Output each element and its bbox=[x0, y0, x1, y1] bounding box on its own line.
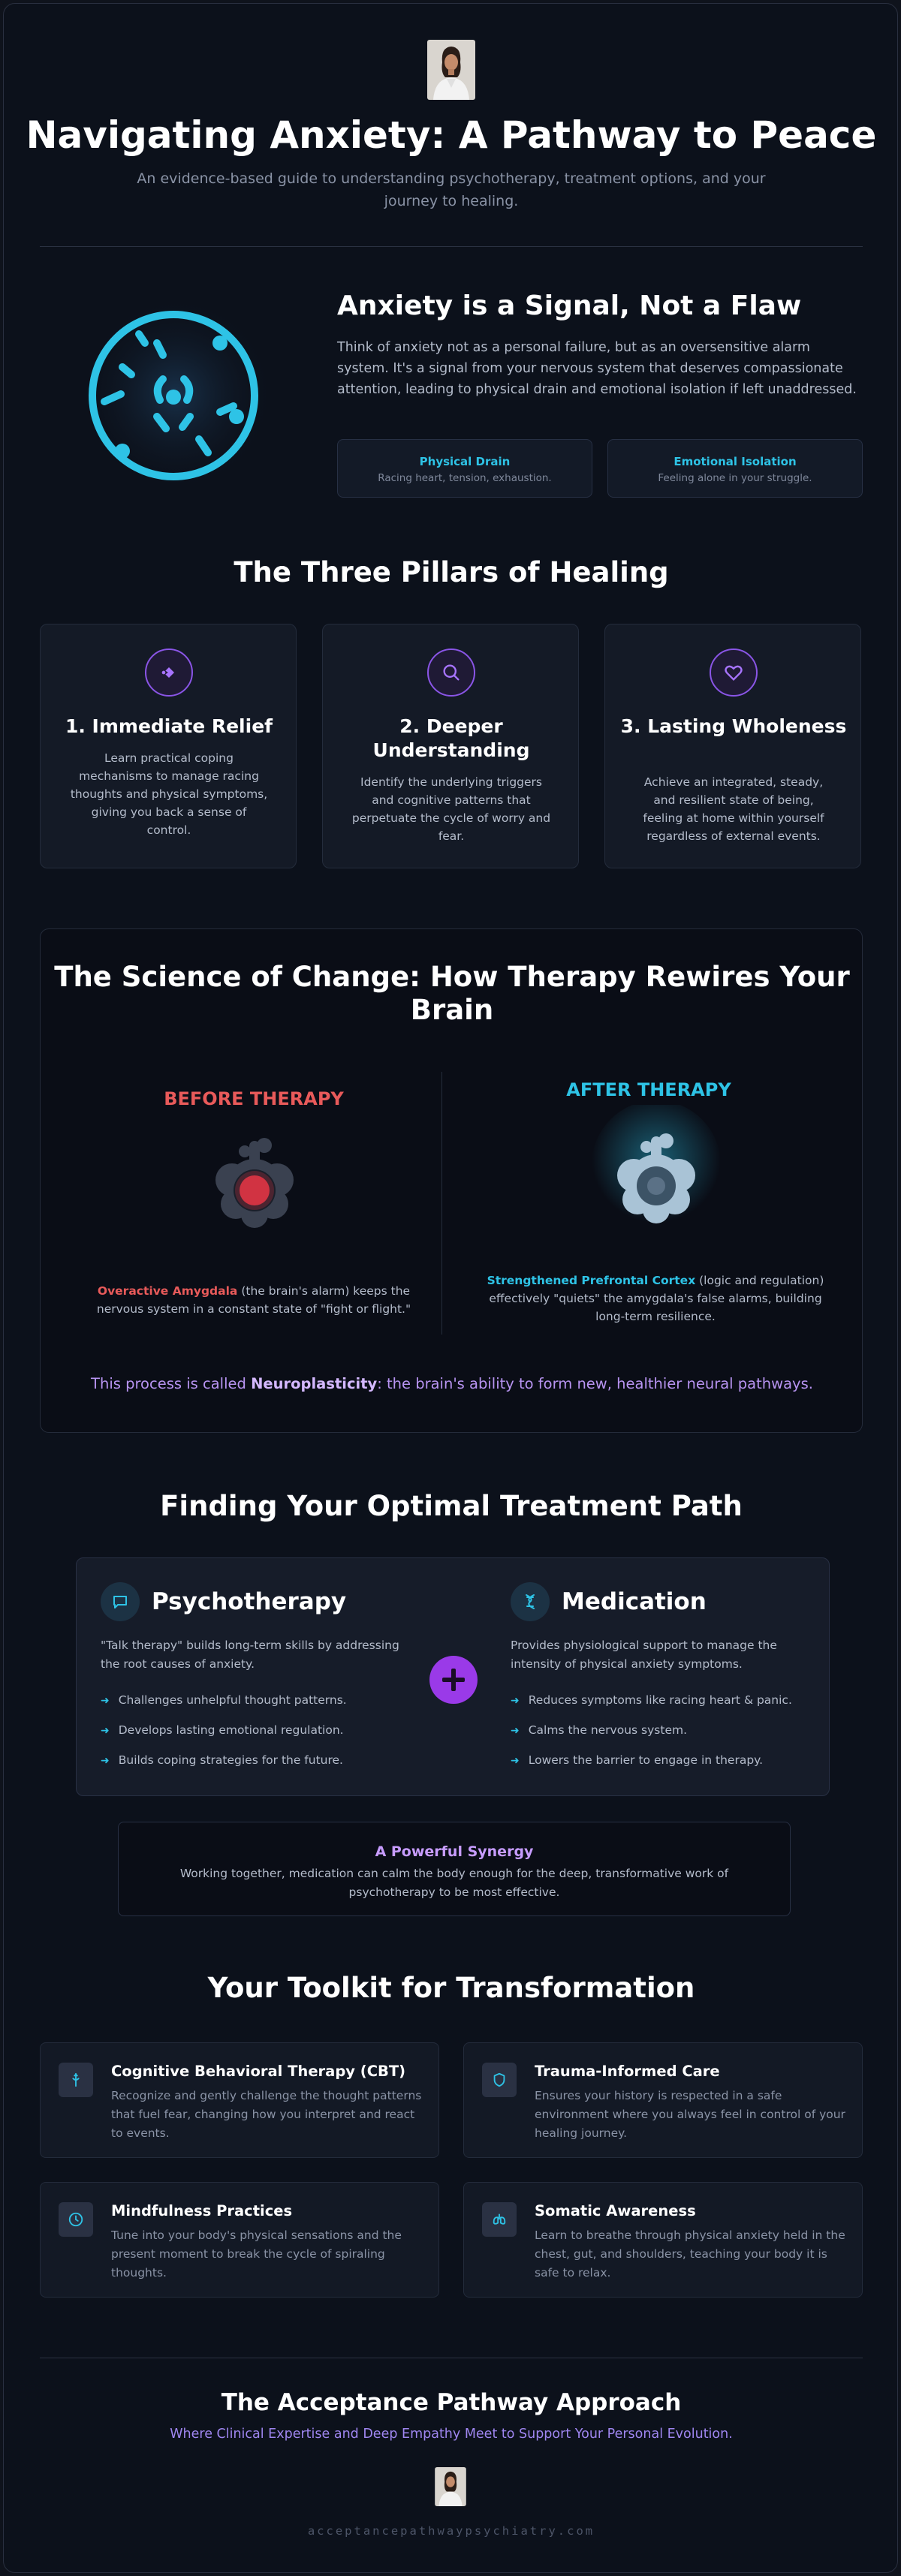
treatment-title: Finding Your Optimal Treatment Path bbox=[160, 1490, 743, 1522]
card-title: Emotional Isolation bbox=[673, 455, 797, 468]
toolkit-card-cbt: Cognitive Behavioral Therapy (CBT) Recog… bbox=[40, 2042, 439, 2158]
list-item: ➜Builds coping strategies for the future… bbox=[101, 1753, 343, 1767]
website-url: acceptancepathwaypsychiatry.com bbox=[307, 2524, 595, 2538]
card-desc: Racing heart, tension, exhaustion. bbox=[378, 472, 552, 484]
neuroplasticity-term: Neuroplasticity bbox=[251, 1375, 378, 1392]
tool-title: Somatic Awareness bbox=[535, 2202, 696, 2219]
brain-after-icon bbox=[589, 1100, 724, 1240]
toolkit-title: Your Toolkit for Transformation bbox=[207, 1972, 695, 2004]
pillar-card-wholeness: 3. Lasting Wholeness Achieve an integrat… bbox=[604, 624, 861, 868]
toolkit-card-trauma: Trauma-Informed Care Ensures your histor… bbox=[463, 2042, 863, 2158]
tool-desc: Recognize and gently challenge the thoug… bbox=[111, 2089, 422, 2140]
list-item: ➜Develops lasting emotional regulation. bbox=[101, 1723, 344, 1737]
before-therapy-label: BEFORE THERAPY bbox=[164, 1088, 344, 1109]
emotional-isolation-card: Emotional Isolation Feeling alone in you… bbox=[607, 439, 863, 498]
page-subtitle: An evidence-based guide to understanding… bbox=[137, 170, 766, 209]
brain-bolt-icon bbox=[59, 2063, 93, 2097]
treatment-panel: Psychotherapy "Talk therapy" builds long… bbox=[76, 1557, 830, 1796]
pillar-title: 1. Immediate Relief bbox=[65, 715, 273, 737]
list-item: ➜Calms the nervous system. bbox=[511, 1723, 688, 1737]
pillar-desc: Achieve an integrated, steady, and resil… bbox=[643, 775, 824, 843]
psychotherapy-title: Psychotherapy bbox=[152, 1588, 347, 1615]
tool-title: Trauma-Informed Care bbox=[535, 2063, 720, 2080]
hand-heart-icon bbox=[145, 649, 193, 697]
chat-bubble-icon bbox=[101, 1582, 140, 1621]
card-title: Physical Drain bbox=[419, 455, 511, 468]
search-icon bbox=[427, 649, 475, 697]
footer-portrait bbox=[435, 2467, 466, 2506]
after-therapy-desc: Strengthened Prefrontal Cortex (logic an… bbox=[479, 1271, 832, 1326]
pillar-card-understanding: 2. Deeper Understanding Identify the und… bbox=[322, 624, 579, 868]
synergy-desc: Working together, medication can calm th… bbox=[179, 1867, 729, 1899]
list-item: ➜Lowers the barrier to engage in therapy… bbox=[511, 1753, 764, 1767]
card-desc: Feeling alone in your struggle. bbox=[658, 472, 812, 484]
list-item: ➜Challenges unhelpful thought patterns. bbox=[101, 1693, 347, 1707]
alarm-illustration-icon bbox=[79, 296, 274, 492]
toolkit-card-somatic: Somatic Awareness Learn to breathe throu… bbox=[463, 2182, 863, 2298]
psychotherapy-desc: "Talk therapy" builds long-term skills b… bbox=[101, 1639, 399, 1671]
header-divider bbox=[40, 246, 863, 247]
before-therapy-desc: Overactive Amygdala (the brain's alarm) … bbox=[81, 1282, 426, 1318]
footer-title: The Acceptance Pathway Approach bbox=[221, 2389, 682, 2416]
timer-icon bbox=[59, 2202, 93, 2237]
lungs-icon bbox=[482, 2202, 517, 2237]
heart-icon bbox=[710, 649, 758, 697]
note-suffix: : the brain's ability to form new, healt… bbox=[377, 1375, 813, 1392]
arrow-icon: ➜ bbox=[101, 1695, 110, 1707]
tool-title: Mindfulness Practices bbox=[111, 2202, 293, 2219]
pillar-desc: Learn practical coping mechanisms to man… bbox=[70, 751, 268, 837]
plus-icon bbox=[429, 1656, 478, 1704]
science-title: The Science of Change: How Therapy Rewir… bbox=[54, 961, 850, 1026]
before-therapy-text: (the brain's alarm) keeps the nervous sy… bbox=[96, 1284, 411, 1316]
toolkit-card-mindfulness: Mindfulness Practices Tune into your bod… bbox=[40, 2182, 439, 2298]
synergy-card: A Powerful Synergy Working together, med… bbox=[118, 1822, 791, 1916]
after-therapy-text: (logic and regulation) effectively "quie… bbox=[489, 1274, 824, 1323]
arrow-icon: ➜ bbox=[511, 1695, 520, 1707]
shield-icon bbox=[482, 2063, 517, 2097]
author-portrait bbox=[427, 40, 475, 100]
list-item: ➜Reduces symptoms like racing heart & pa… bbox=[511, 1693, 792, 1707]
pillar-title: 2. Deeper Understanding bbox=[372, 715, 530, 761]
overactive-amygdala-term: Overactive Amygdala bbox=[97, 1284, 238, 1298]
arrow-icon: ➜ bbox=[511, 1755, 520, 1767]
brain-before-icon bbox=[206, 1126, 303, 1231]
science-divider bbox=[441, 1072, 442, 1335]
arrow-icon: ➜ bbox=[511, 1725, 520, 1737]
tool-desc: Learn to breathe through physical anxiet… bbox=[535, 2228, 845, 2280]
pillar-desc: Identify the underlying triggers and cog… bbox=[351, 775, 551, 843]
pillars-title: The Three Pillars of Healing bbox=[234, 556, 669, 588]
page-title: Navigating Anxiety: A Pathway to Peace bbox=[26, 113, 877, 157]
arrow-icon: ➜ bbox=[101, 1725, 110, 1737]
prefrontal-cortex-term: Strengthened Prefrontal Cortex bbox=[487, 1274, 696, 1287]
after-therapy-label: AFTER THERAPY bbox=[566, 1079, 731, 1100]
arrow-icon: ➜ bbox=[101, 1755, 110, 1767]
tool-desc: Ensures your history is respected in a s… bbox=[535, 2089, 845, 2140]
dna-icon bbox=[511, 1582, 550, 1621]
signal-title: Anxiety is a Signal, Not a Flaw bbox=[337, 290, 802, 321]
pillar-title: 3. Lasting Wholeness bbox=[620, 715, 847, 737]
signal-body: Think of anxiety not as a personal failu… bbox=[337, 340, 857, 397]
tool-title: Cognitive Behavioral Therapy (CBT) bbox=[111, 2063, 406, 2080]
page: Navigating Anxiety: A Pathway to Peace A… bbox=[3, 3, 898, 2573]
pillar-card-relief: 1. Immediate Relief Learn practical copi… bbox=[40, 624, 297, 868]
synergy-title: A Powerful Synergy bbox=[375, 1843, 534, 1860]
medication-desc: Provides physiological support to manage… bbox=[511, 1639, 777, 1671]
science-panel: The Science of Change: How Therapy Rewir… bbox=[40, 928, 863, 1433]
physical-drain-card: Physical Drain Racing heart, tension, ex… bbox=[337, 439, 592, 498]
tool-desc: Tune into your body's physical sensation… bbox=[111, 2228, 402, 2280]
footer-subtitle: Where Clinical Expertise and Deep Empath… bbox=[170, 2427, 733, 2442]
note-prefix: This process is called bbox=[91, 1375, 252, 1392]
neuroplasticity-note: This process is called Neuroplasticity: … bbox=[41, 1375, 863, 1392]
medication-title: Medication bbox=[562, 1588, 707, 1615]
